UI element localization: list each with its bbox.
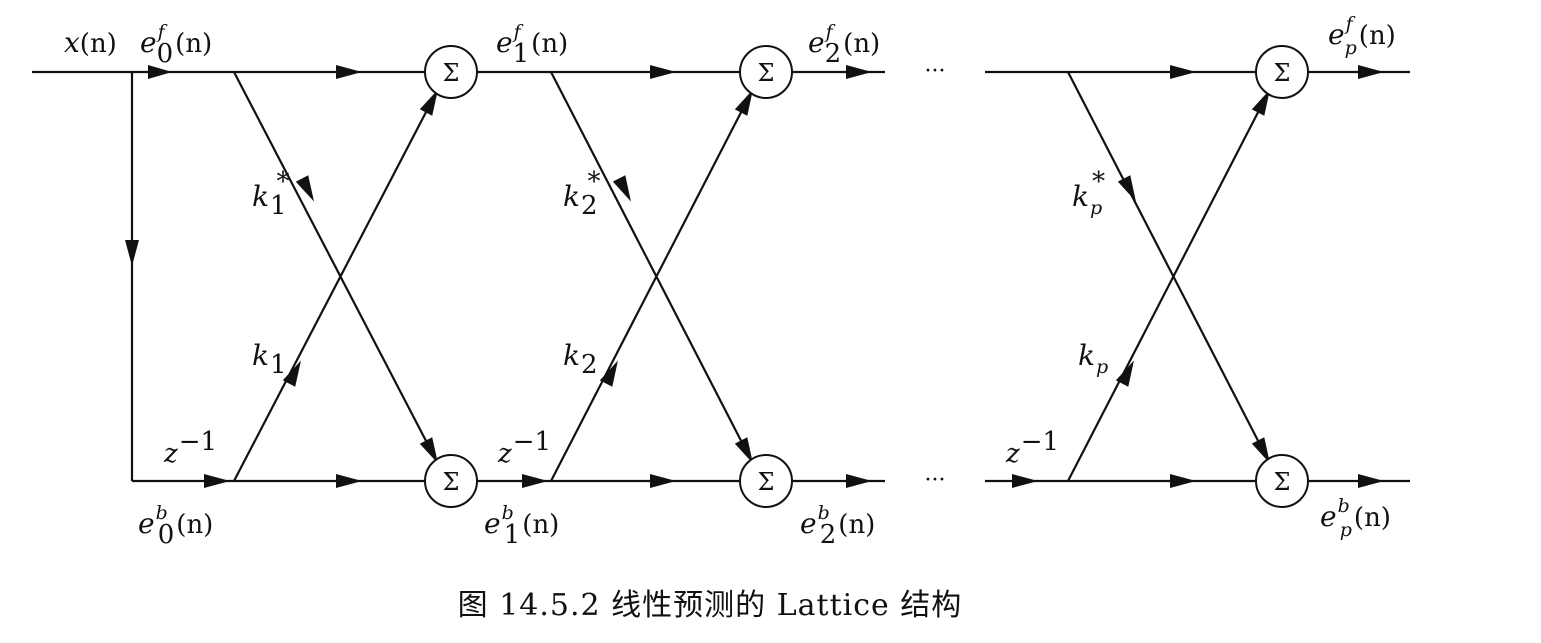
delay-label-p: z−1: [1005, 427, 1059, 469]
sum-circle: [1255, 45, 1309, 99]
arrow-head: [125, 240, 139, 266]
arrow-head: [1012, 474, 1038, 488]
coef-label-p: kp: [1078, 339, 1108, 378]
coef-conj-label-2: k2*: [563, 167, 601, 221]
figure-caption: 图 14.5.2 线性预测的 Lattice 结构: [457, 588, 963, 623]
input-signal-label: x(n): [64, 26, 117, 59]
cross-up-stage2: [550, 90, 753, 482]
arrow-head: [599, 360, 618, 387]
arrow-head: [1358, 474, 1384, 488]
sum-circle: [1255, 454, 1309, 508]
coef-conj-label-1: k1*: [252, 167, 290, 221]
arrow-head: [148, 65, 172, 79]
arrow-head: [1358, 65, 1384, 79]
arrow-head: [1117, 175, 1136, 202]
sum-circle: [424, 45, 478, 99]
cross-up-stagep: [1067, 90, 1270, 482]
arrow-head: [650, 65, 676, 79]
sum-circle: [739, 45, 793, 99]
sum-circle: [424, 454, 478, 508]
cross-down-stage2: [550, 71, 753, 463]
sum-node-top-2: Σ: [739, 45, 793, 99]
arrow-head: [204, 474, 230, 488]
arrow-head: [734, 89, 753, 116]
arrow-head: [612, 175, 631, 202]
arrow-head: [419, 89, 439, 116]
coef-conj-label-p: kp*: [1072, 167, 1105, 219]
sum-symbol: Σ: [1274, 59, 1291, 87]
ellipsis-bottom: ···: [925, 468, 946, 493]
sum-symbol: Σ: [443, 59, 460, 87]
arrow-head: [522, 474, 548, 488]
sum-circle: [739, 454, 793, 508]
arrow-head: [734, 437, 753, 464]
arrow-head: [1170, 474, 1196, 488]
delay-label-1: z−1: [163, 427, 217, 469]
cross-down-stage1: [233, 71, 438, 463]
sum-symbol: Σ: [758, 59, 775, 87]
arrow-head: [846, 474, 872, 488]
sum-symbol: Σ: [443, 468, 460, 496]
delay-label-2: z−1: [497, 427, 551, 469]
sum-symbol: Σ: [758, 468, 775, 496]
arrow-head: [1251, 437, 1270, 464]
sum-node-top-p: Σ: [1255, 45, 1309, 99]
arrow-head: [1170, 65, 1196, 79]
cross-up-stage1: [233, 90, 438, 482]
sum-node-bottom-1: Σ: [424, 454, 478, 508]
diag-arrows: [282, 89, 1270, 464]
arrow-head: [295, 175, 315, 202]
arrow-head: [1251, 89, 1270, 116]
arrow-head: [419, 437, 439, 464]
arrow-head: [282, 360, 302, 387]
ellipsis-top: ···: [925, 59, 946, 84]
coef-label-1: k1: [252, 339, 287, 380]
arrow-head: [336, 65, 362, 79]
arrow-head: [846, 65, 872, 79]
sum-node-bottom-p: Σ: [1255, 454, 1309, 508]
arrow-head: [1115, 360, 1134, 387]
coef-label-2: k2: [563, 339, 598, 380]
arrow-head: [650, 474, 676, 488]
sum-node-bottom-2: Σ: [739, 454, 793, 508]
sum-symbol: Σ: [1274, 468, 1291, 496]
arrow-head: [336, 474, 362, 488]
sum-node-top-1: Σ: [424, 45, 478, 99]
cross-down-stagep: [1067, 71, 1270, 463]
